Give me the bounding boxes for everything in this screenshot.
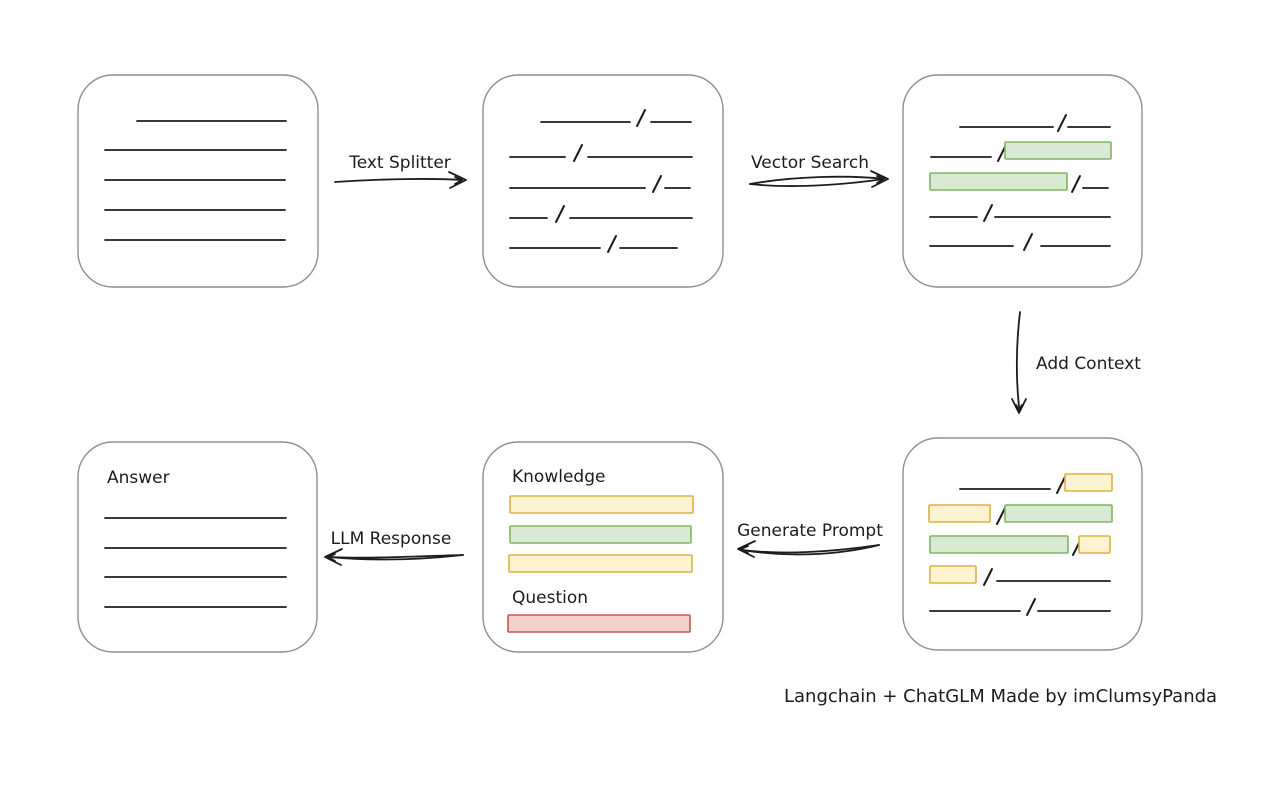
slash-mark: [996, 507, 1006, 525]
green-chunk: [1004, 504, 1113, 523]
arrowhead-right-inner-icon: [876, 175, 885, 184]
vector-search-arrow: Vector Search: [749, 153, 889, 188]
arrowhead-right-icon: [448, 171, 467, 189]
slash-mark: [1023, 233, 1033, 251]
yellow-chunk: [1078, 535, 1111, 554]
green-chunk: [1004, 141, 1112, 160]
context-chunks-node: [902, 437, 1143, 651]
slash-mark: [1071, 175, 1081, 193]
generate-prompt-label: Generate Prompt: [737, 521, 883, 541]
slash-mark: [1026, 598, 1036, 616]
red-chunk: [507, 614, 691, 633]
arrow-shaft-sketch: [328, 554, 464, 561]
generate-prompt-arrow: Generate Prompt: [737, 521, 883, 558]
green-chunk: [929, 535, 1069, 554]
slash-mark: [555, 205, 565, 223]
vector-search-label: Vector Search: [751, 153, 869, 173]
slash-mark: [983, 568, 993, 586]
credit-caption: Langchain + ChatGLM Made by imClumsyPand…: [784, 686, 1217, 707]
yellow-chunk: [508, 554, 693, 573]
slash-mark: [573, 144, 583, 162]
slash-mark: [652, 175, 662, 193]
split-chunks-node-outline: [482, 74, 724, 288]
arrow-shaft: [1015, 311, 1021, 408]
source-document-node: [77, 74, 319, 288]
add-context-arrow: Add Context: [1011, 311, 1141, 414]
arrowhead-left-icon: [737, 540, 756, 558]
answer-node-label: Answer: [107, 468, 170, 488]
arrow-shaft-sketch: [749, 178, 885, 187]
matched-chunks-node: [902, 74, 1143, 288]
answer-node-outline: [77, 441, 318, 653]
arrowhead-right-inner-icon: [454, 176, 463, 185]
yellow-chunk: [929, 565, 977, 584]
prompt-node-outline: [482, 441, 724, 653]
answer-node: Answer: [77, 441, 318, 653]
arrow-shaft: [749, 175, 885, 185]
slash-mark: [607, 235, 617, 253]
arrowhead-down-inner-icon: [1015, 404, 1023, 411]
yellow-chunk: [509, 495, 694, 514]
split-chunks-node: [482, 74, 724, 288]
green-chunk: [929, 172, 1068, 191]
yellow-chunk: [928, 504, 991, 523]
llm-response-arrow: LLM Response: [324, 529, 464, 566]
prompt-node-label: Knowledge: [512, 467, 605, 487]
text-splitter-label: Text Splitter: [348, 153, 451, 173]
yellow-chunk: [1064, 473, 1113, 492]
llm-response-label: LLM Response: [331, 529, 452, 549]
source-document-node-outline: [77, 74, 319, 288]
slash-mark: [636, 109, 646, 127]
arrowhead-left-icon: [324, 548, 343, 566]
arrowhead-right-icon: [870, 170, 889, 188]
arrowhead-left-inner-icon: [740, 545, 749, 554]
add-context-label: Add Context: [1036, 354, 1141, 374]
arrow-shaft-sketch: [741, 544, 880, 556]
text-splitter-arrow: Text Splitter: [334, 153, 467, 189]
slash-mark: [983, 204, 993, 222]
arrow-shaft: [334, 178, 463, 183]
green-chunk: [509, 525, 692, 544]
slash-mark: [1057, 114, 1067, 132]
slash-mark: [1056, 476, 1066, 494]
arrowhead-left-inner-icon: [327, 553, 336, 562]
arrowhead-down-icon: [1011, 398, 1027, 414]
prompt-node-label: Question: [512, 588, 588, 608]
